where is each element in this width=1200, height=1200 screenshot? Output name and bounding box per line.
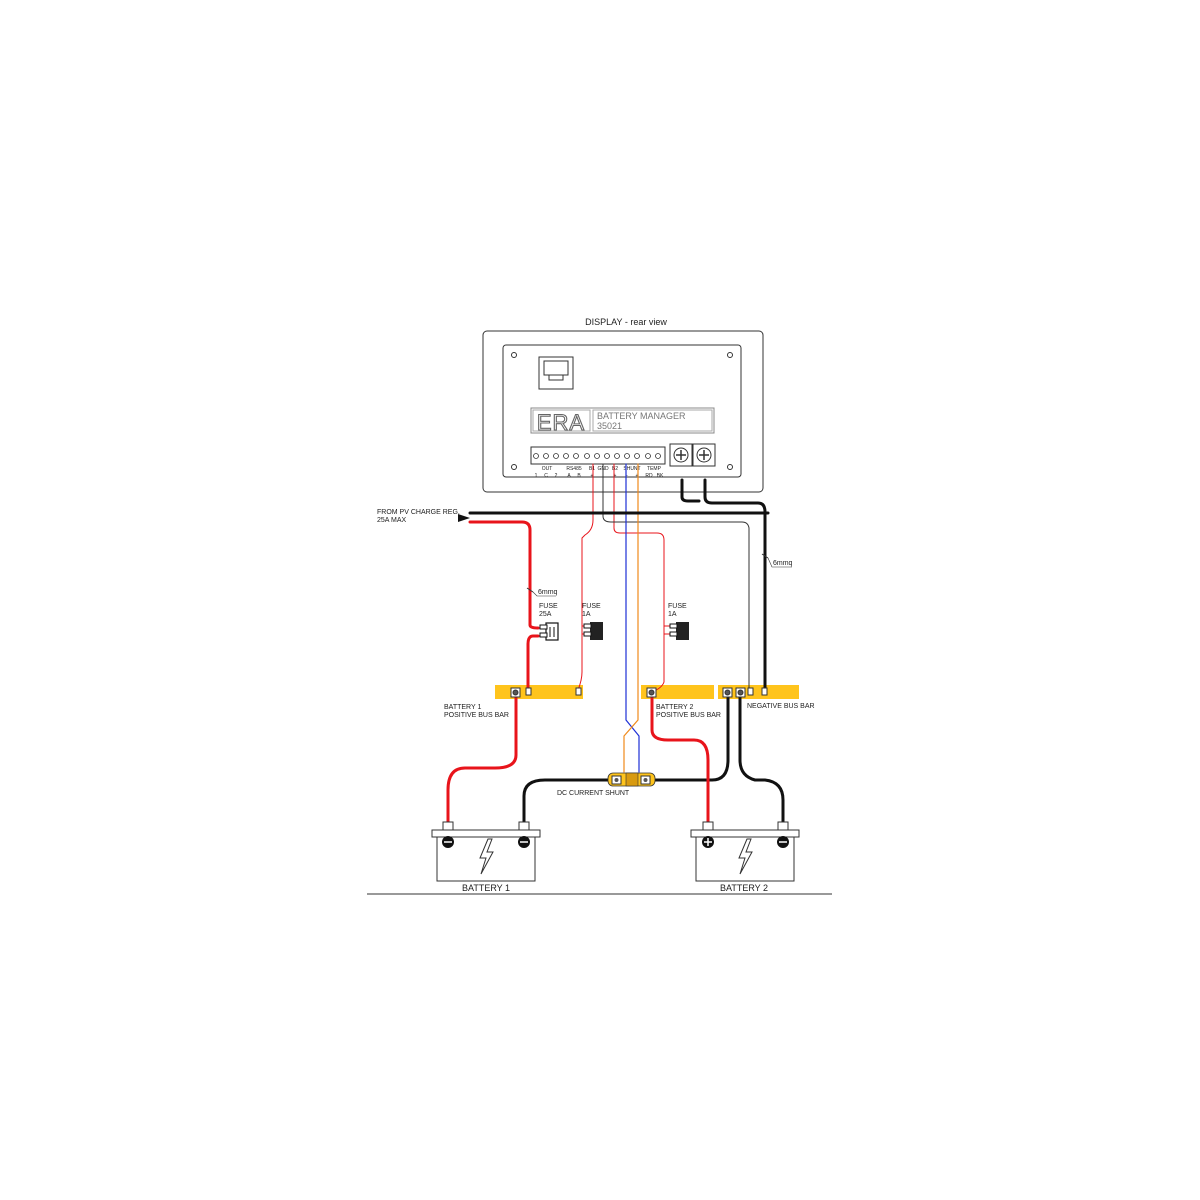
fuse-to-bus-cable: [526, 634, 540, 692]
cable-size-label: 6mmq: [773, 560, 793, 567]
svg-text:2: 2: [555, 473, 558, 479]
fuse-1a-right-label: FUSE: [668, 603, 687, 610]
svg-text:OUT: OUT: [542, 466, 553, 472]
battery1-negative-cable: [522, 778, 614, 824]
svg-text:BK: BK: [657, 473, 664, 479]
fuse-25a-icon: [539, 622, 559, 641]
battery1-icon: [431, 821, 541, 882]
shunt-label: DC CURRENT SHUNT: [557, 790, 630, 797]
svg-text:RS485: RS485: [566, 466, 582, 472]
b2-sense-wire: [613, 463, 665, 693]
pv-source-label: 25A MAX: [377, 517, 407, 524]
fuse-1a-left-label: FUSE: [582, 603, 601, 610]
battery2-label: BATTERY 2: [720, 883, 768, 893]
terminal-screws: [533, 453, 661, 459]
mount-hole-icon: [727, 464, 733, 470]
svg-text:SHUNT: SHUNT: [623, 466, 640, 472]
svg-text:B2: B2: [612, 466, 618, 472]
battery1-positive-bus-bar: [495, 685, 583, 699]
lightning-icon: [479, 838, 494, 875]
pv-source-label: FROM PV CHARGE REG.: [377, 509, 460, 516]
svg-text:B: B: [577, 473, 581, 479]
bus-terminals: [510, 687, 768, 698]
model-number: 35021: [597, 421, 622, 431]
negative-bus-label: NEGATIVE BUS BAR: [747, 703, 815, 710]
svg-text:C: C: [544, 473, 548, 479]
svg-text:-: -: [626, 473, 628, 479]
svg-text:TEMP: TEMP: [647, 466, 662, 472]
era-logo: ERA: [537, 410, 585, 435]
shunt-sense-wire-blue: [625, 463, 640, 773]
terminal-block: [530, 446, 666, 465]
labels: FROM PV CHARGE REG. 25A MAX 6mmq 6mmq FU…: [377, 509, 815, 893]
fuse-1a-right-label: 1A: [668, 611, 677, 618]
svg-text:+: +: [614, 473, 617, 479]
battery2-positive-cable: [650, 692, 710, 824]
fuse-1a-right-icon: [669, 622, 689, 640]
battery2-negative-cable: [738, 691, 785, 824]
battery1-bus-label: POSITIVE BUS BAR: [444, 712, 509, 719]
display-title: DISPLAY - rear view: [585, 317, 667, 327]
display-negative-cable: [680, 478, 767, 692]
lightning-icon: [738, 838, 753, 875]
cable-size-label: 6mmq: [538, 589, 558, 596]
mount-hole-icon: [511, 352, 517, 358]
svg-text:B1: B1: [589, 466, 595, 472]
fuse-1a-left-label: 1A: [582, 611, 591, 618]
mount-hole-icon: [511, 464, 517, 470]
fuse-25a-label: FUSE: [539, 603, 558, 610]
pv-arrow-icon: [458, 514, 470, 522]
product-name: BATTERY MANAGER: [597, 411, 686, 421]
b1-sense-wire: [577, 463, 594, 691]
svg-text:A: A: [567, 473, 571, 479]
power-terminal-icon: [692, 443, 716, 467]
shunt-negative-cable: [649, 691, 730, 782]
shunt-sense-wire-orange: [623, 463, 639, 773]
pv-positive-cable: [468, 520, 540, 630]
svg-text:1: 1: [535, 473, 538, 479]
mount-hole-icon: [727, 352, 733, 358]
wires: [446, 463, 785, 824]
svg-text:+: +: [636, 473, 639, 479]
gnd-sense-wire: [602, 463, 750, 691]
battery1-bus-label: BATTERY 1: [444, 704, 481, 711]
battery2-icon: [690, 821, 800, 882]
battery1-label: BATTERY 1: [462, 883, 510, 893]
fuse-1a-left-icon: [583, 622, 603, 640]
display-unit: DISPLAY - rear view ERA BATTERY MANAGER …: [482, 317, 764, 493]
svg-text:RD: RD: [645, 473, 653, 479]
battery1-positive-cable: [446, 692, 518, 824]
fuse-25a-label: 25A: [539, 611, 552, 618]
rj-connector-icon: [538, 356, 574, 390]
svg-text:+: +: [591, 473, 594, 479]
battery2-bus-label: BATTERY 2: [656, 704, 693, 711]
power-terminal-icon: [669, 443, 693, 467]
dc-current-shunt-icon: [607, 772, 656, 787]
battery2-bus-label: POSITIVE BUS BAR: [656, 712, 721, 719]
